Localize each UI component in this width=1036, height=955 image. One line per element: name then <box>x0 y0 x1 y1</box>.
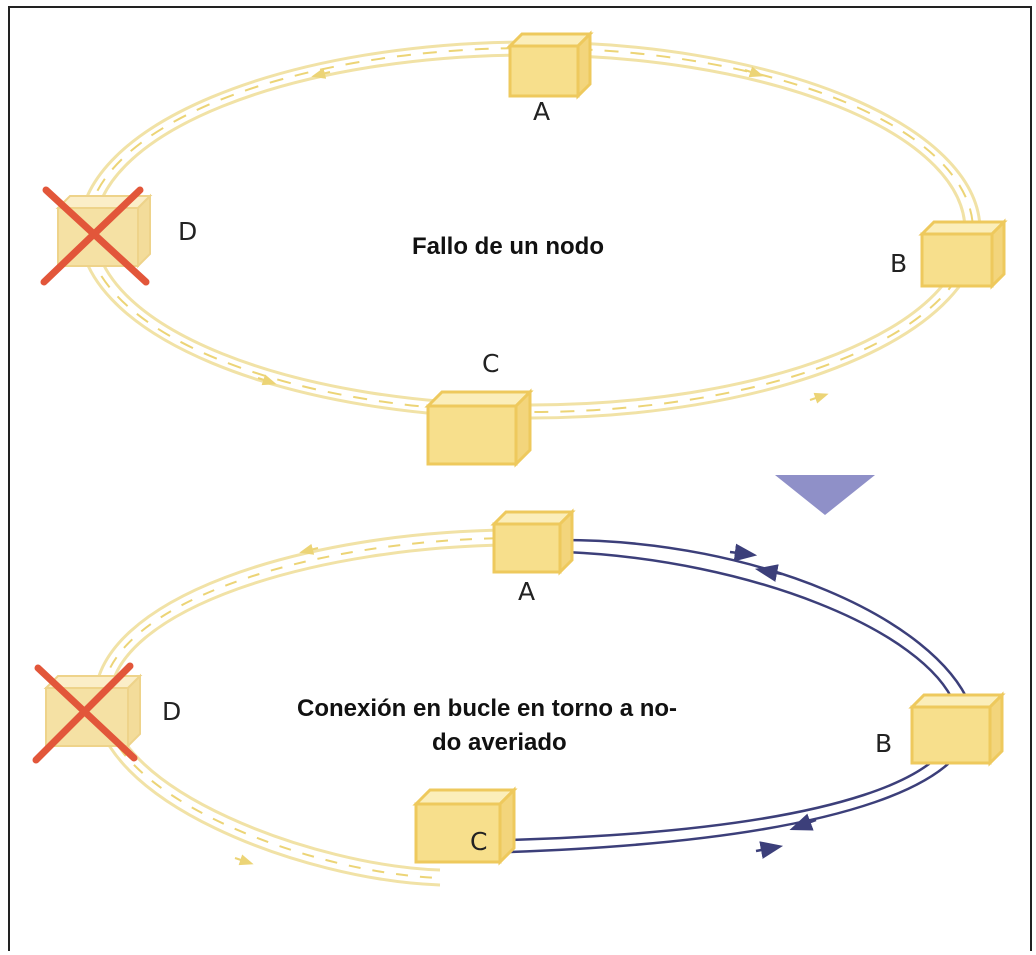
ring-arrow <box>257 374 277 386</box>
bottom-node-b-label: B <box>875 729 892 758</box>
down-triangle-icon <box>775 475 875 515</box>
bottom-node-c-label: C <box>470 827 487 856</box>
bottom-node-c <box>412 786 518 866</box>
top-panel-title: Fallo de un nodo <box>412 233 604 260</box>
top-node-b <box>918 218 1008 290</box>
bottom-node-a-label: A <box>518 577 535 606</box>
top-node-a-label: A <box>533 97 550 126</box>
top-node-b-label: B <box>890 249 907 278</box>
bottom-node-a <box>490 508 576 576</box>
ring-arrow <box>299 543 319 555</box>
top-node-a <box>506 30 594 100</box>
loop-arrow <box>729 543 758 562</box>
bottom-node-b <box>908 691 1006 767</box>
top-ring <box>78 40 982 420</box>
loop-arrow <box>754 564 783 582</box>
ring-arrow <box>234 854 254 866</box>
top-node-d-label: D <box>178 217 197 246</box>
bottom-panel-title-line2: do averiado <box>432 729 567 756</box>
ring-arrow <box>809 392 829 404</box>
failure-cross-icon <box>40 186 150 286</box>
bottom-panel: A B C D Conexión en bucle en torno a no-… <box>32 508 1006 887</box>
bottom-panel-title-line1: Conexión en bucle en torno a no- <box>297 695 677 722</box>
ring-arrow <box>311 67 331 79</box>
failure-cross-icon <box>32 662 138 764</box>
loop-arrow <box>755 841 784 859</box>
top-panel: A B C D Fallo de un nodo <box>40 30 1008 468</box>
ring-arrow <box>744 66 764 78</box>
top-node-c-label: C <box>482 349 499 378</box>
bottom-node-d-label: D <box>162 697 181 726</box>
top-node-c <box>424 388 534 468</box>
loop-arrow <box>789 813 817 831</box>
